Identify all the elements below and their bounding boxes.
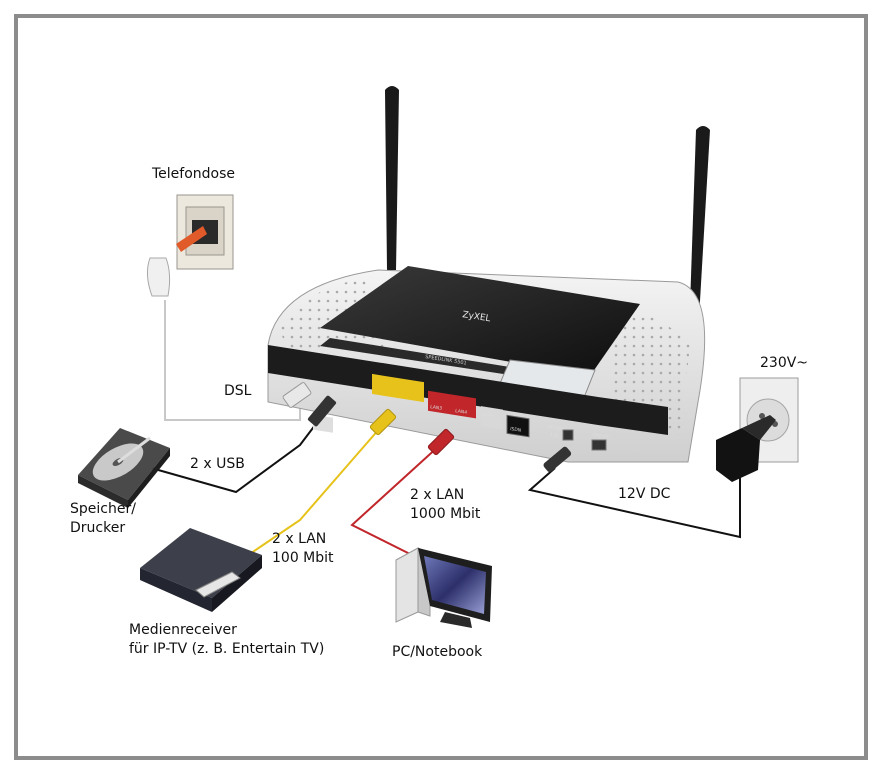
lan1000-plug-icon [427,428,455,456]
lan1000-label-line2: 1000 Mbit [410,506,481,522]
phone-socket-icon [146,194,234,297]
lan1000-cable [350,444,441,559]
lan100-plug-icon [369,408,397,436]
lan100-label-line1: 2 x LAN [272,531,327,547]
antenna-right [689,126,710,335]
usb-label: 2 x USB [190,456,245,472]
dc-plug-icon [543,446,572,473]
pc-icon [395,547,492,628]
port-power-rating: 12V [550,432,561,439]
dsl-label: DSL [224,383,252,399]
pc-label: PC/Notebook [392,644,483,660]
lan1000-label-line1: 2 x LAN [410,487,465,503]
media-receiver-label-line2: für IP-TV (z. B. Entertain TV) [129,641,325,657]
storage-label-line1: Speicher/ [70,501,136,517]
port-lan4-label: LAN4 [455,408,468,416]
power-socket-label: 230V~ [760,355,809,371]
port-lan2-label: LAN2 [402,400,415,408]
dc-cable [527,467,741,539]
port-wan-label: WAN [482,412,493,420]
media-receiver-icon [140,528,262,612]
storage-label-line2: Drucker [70,520,126,536]
port-lan3-label: LAN3 [430,404,443,412]
phone-socket-label: Telefondose [152,166,236,182]
hard-disk-icon [78,428,170,508]
port-usb-label: USB [345,391,355,398]
antenna-left [385,86,399,270]
dc-label: 12V DC [618,486,671,502]
port-onoff-label: ON/OFF [592,432,610,441]
usb-plug-icon [307,395,337,427]
lan100-cable [231,427,381,567]
port-isdn-label: ISDN [510,426,522,434]
port-dsl-label: DSL [314,386,324,393]
power-adapter-icon [716,415,776,482]
lan100-label-line2: 100 Mbit [272,550,334,566]
port-lan1-label: LAN1 [378,396,391,404]
port-power-label: POWER [548,424,565,433]
media-receiver-label-line1: Medienreceiver [129,622,237,638]
remote-control-icon [195,571,241,598]
dsl-plug-icon [282,382,312,408]
usb-cable [129,411,326,494]
router-brand: ZyXEL [462,310,492,324]
router-icon: ZyXEL SPEEDLINK 5501 DSL USB LAN1 LAN2 L… [267,266,706,463]
